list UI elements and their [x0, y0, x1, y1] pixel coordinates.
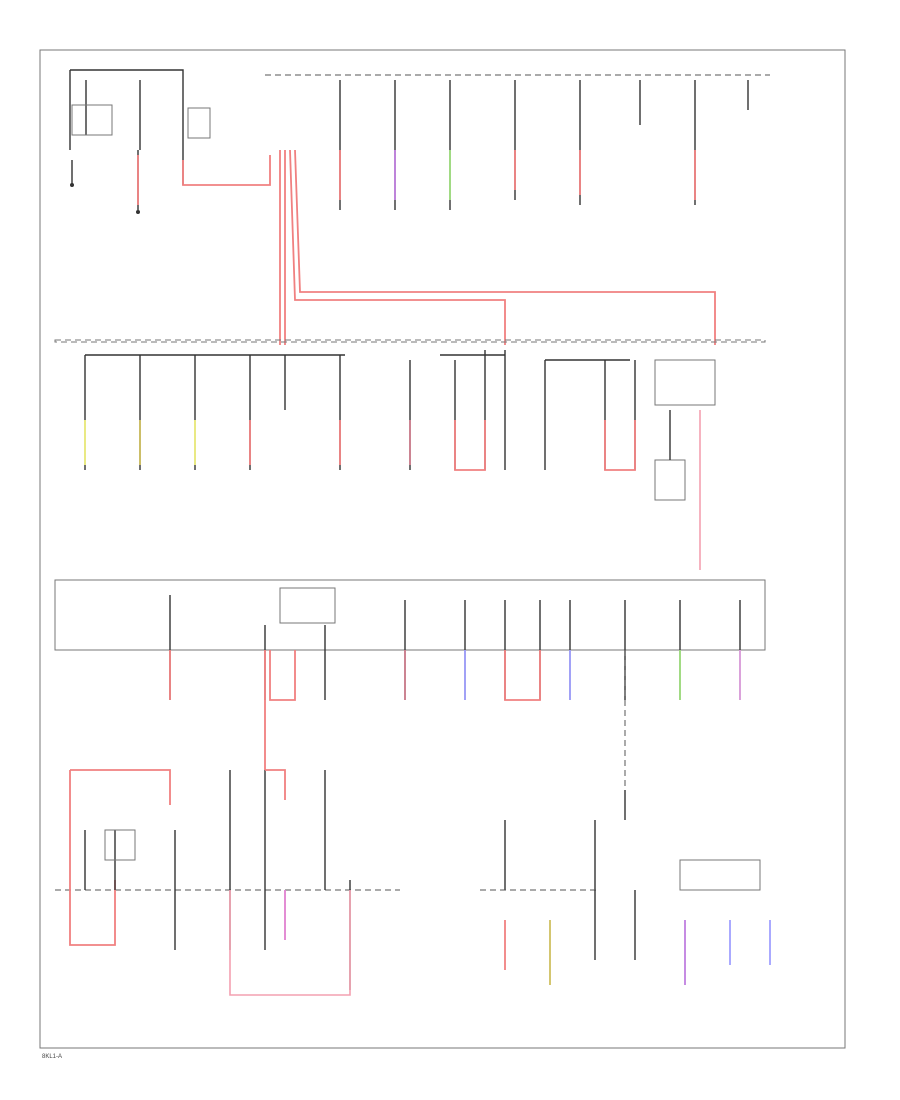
connector-section — [480, 790, 771, 985]
diagram-frame — [39, 49, 846, 1049]
top-fuse-bus — [265, 74, 770, 210]
fuse-box-bottom-left — [55, 769, 400, 996]
main-harness — [279, 149, 716, 345]
diagram-code: 8KL1-A — [42, 1054, 62, 1060]
fuse-panel-3 — [54, 579, 766, 800]
fuse-panel-2 — [54, 339, 766, 570]
battery-section — [69, 69, 271, 214]
